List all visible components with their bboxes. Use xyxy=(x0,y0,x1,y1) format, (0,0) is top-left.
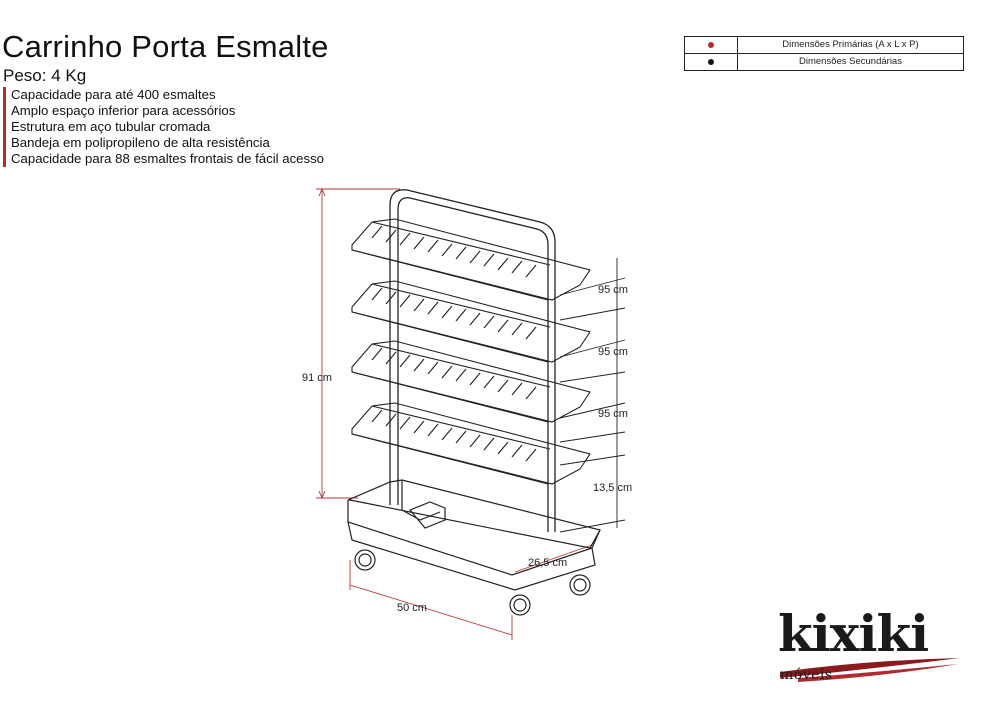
red-dot-icon xyxy=(708,42,714,48)
height-dimension-label: 91 cm xyxy=(302,372,332,384)
width-dimension-label: 50 cm xyxy=(397,602,427,614)
brand-name: kixiki xyxy=(778,604,929,663)
shelves xyxy=(351,218,591,485)
depth-dimension-line xyxy=(514,544,593,573)
shelf-dimension-lines xyxy=(559,258,626,533)
legend-row-secondary: Dimensões Secundárias xyxy=(685,54,963,70)
frame xyxy=(389,189,556,532)
feature-item: Bandeja em polipropileno de alta resistê… xyxy=(11,135,270,150)
swoosh-icon xyxy=(780,658,960,682)
legend-label: Dimensões Primárias (A x L x P) xyxy=(782,39,919,50)
black-dot-icon xyxy=(708,59,714,65)
wheels xyxy=(354,549,591,616)
dimension-legend: Dimensões Primárias (A x L x P) Dimensõe… xyxy=(684,36,964,71)
shelf-1 xyxy=(351,218,591,301)
shelf-gap-label-1: 95 cm xyxy=(598,284,628,296)
legend-row-primary: Dimensões Primárias (A x L x P) xyxy=(685,37,963,54)
base-gap-label: 13,5 cm xyxy=(593,482,633,494)
base-tray xyxy=(347,479,601,591)
legend-label: Dimensões Secundárias xyxy=(799,56,902,67)
width-dimension-line xyxy=(349,560,513,640)
feature-item: Amplo espaço inferior para acessórios xyxy=(11,103,236,118)
height-dimension-line xyxy=(316,187,400,500)
feature-item: Capacidade para até 400 esmaltes xyxy=(11,87,216,102)
feature-list: Capacidade para até 400 esmaltes Amplo e… xyxy=(3,87,324,167)
feature-item: Estrutura em aço tubular cromada xyxy=(11,119,211,134)
depth-dimension-label: 26,5 cm xyxy=(528,557,568,569)
shelf-2 xyxy=(351,280,591,363)
brand-subtitle: móveis xyxy=(780,667,833,683)
shelf-gap-label-2: 95 cm xyxy=(598,346,628,358)
feature-item: Capacidade para 88 esmaltes frontais de … xyxy=(11,151,325,166)
product-weight: Peso: 4 Kg xyxy=(3,66,87,85)
shelf-4 xyxy=(351,402,591,485)
brand-logo: kixiki móveis xyxy=(778,606,968,696)
shelf-3 xyxy=(351,340,591,423)
shelf-gap-label-3: 95 cm xyxy=(598,408,628,420)
product-title: Carrinho Porta Esmalte xyxy=(2,29,329,64)
